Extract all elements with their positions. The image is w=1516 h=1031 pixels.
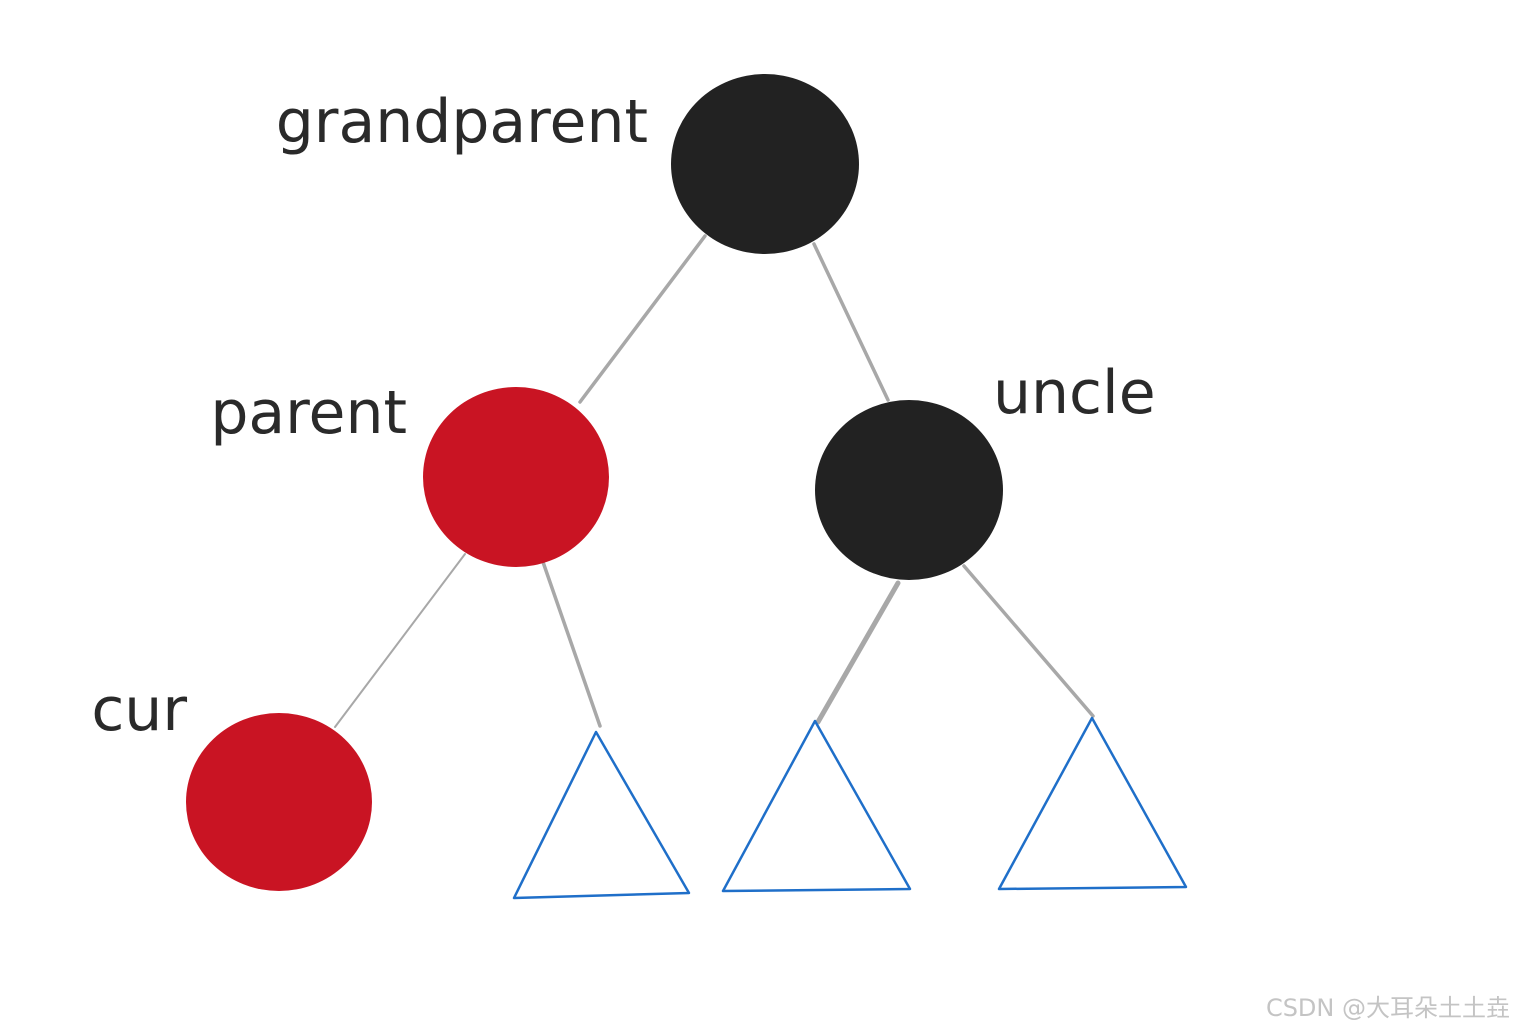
edge-parent-cur bbox=[334, 553, 466, 728]
subtree-triangle-icon bbox=[721, 719, 912, 893]
edge-uncle-right-subtree bbox=[962, 564, 1095, 718]
uncle-label: uncle bbox=[993, 358, 1156, 428]
edge-grandparent-parent bbox=[578, 234, 707, 404]
edge-parent-subtree bbox=[541, 560, 602, 728]
edge-grandparent-uncle bbox=[812, 242, 890, 402]
parent-node bbox=[423, 387, 609, 567]
grandparent-label: grandparent bbox=[276, 87, 648, 157]
subtree-triangle-icon bbox=[997, 716, 1188, 891]
subtree-triangle-icon bbox=[512, 730, 691, 900]
parent-label: parent bbox=[210, 378, 407, 448]
cur-label: cur bbox=[91, 675, 187, 745]
grandparent-node bbox=[671, 74, 859, 254]
uncle-node bbox=[815, 400, 1003, 580]
edge-uncle-left-subtree bbox=[815, 580, 901, 725]
csdn-watermark: CSDN @大耳朵土土垚 bbox=[1265, 994, 1510, 1022]
cur-node bbox=[186, 713, 372, 891]
